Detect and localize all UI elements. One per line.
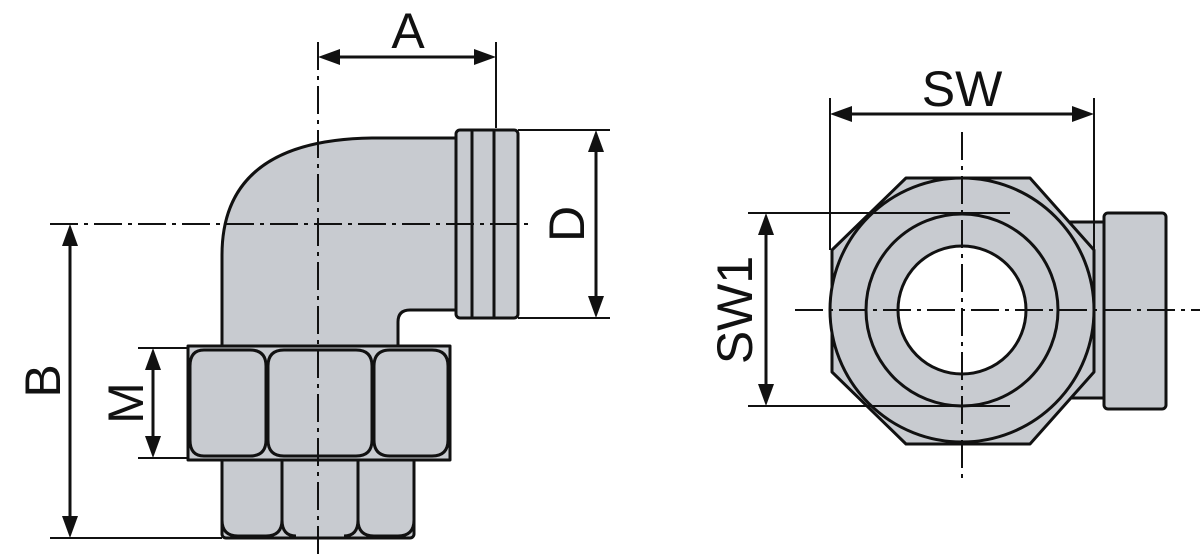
dimension-b: B bbox=[15, 224, 222, 539]
dimension-m: M bbox=[98, 347, 188, 459]
dimension-sw: SW bbox=[829, 61, 1095, 250]
nut-face-center bbox=[266, 348, 374, 458]
nut-face-right bbox=[372, 348, 450, 458]
front-view: SW SW1 bbox=[707, 61, 1200, 482]
nut-face-left bbox=[188, 348, 268, 458]
dimension-b-label: B bbox=[15, 364, 71, 397]
dimension-sw1: SW1 bbox=[707, 212, 1010, 407]
side-view: A D B M bbox=[15, 3, 610, 555]
dimension-a: A bbox=[318, 3, 497, 128]
elbow-body bbox=[220, 136, 458, 352]
dimension-sw1-label: SW1 bbox=[707, 256, 763, 364]
dimension-sw-label: SW bbox=[922, 61, 1003, 117]
tail-facet-3 bbox=[220, 519, 284, 538]
dimension-d-label: D bbox=[539, 206, 595, 242]
tail-facet-4 bbox=[356, 519, 416, 538]
dimension-m-label: M bbox=[98, 382, 154, 424]
dimension-a-label: A bbox=[391, 3, 425, 59]
dimension-d: D bbox=[518, 129, 610, 319]
